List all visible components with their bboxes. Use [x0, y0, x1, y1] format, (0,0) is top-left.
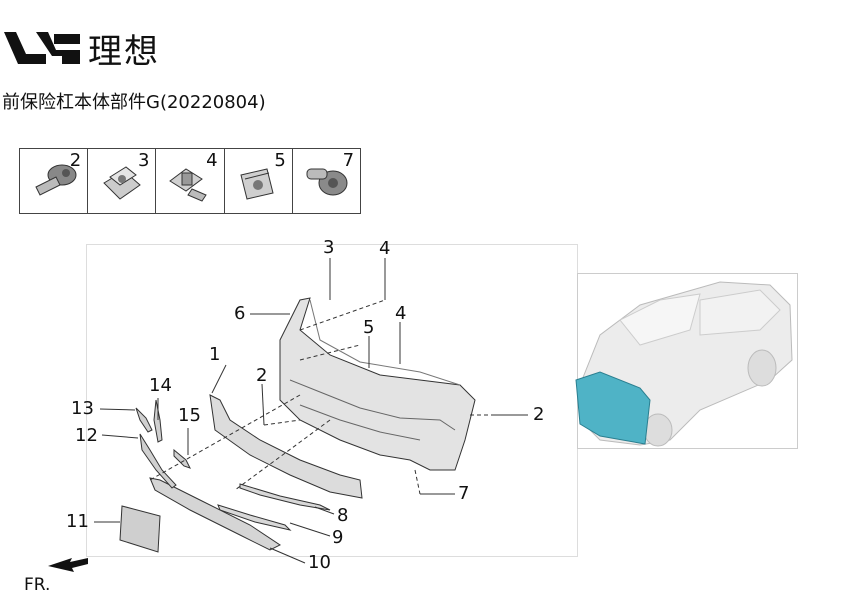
callout-4: 4 [395, 303, 407, 324]
trim-strip-14 [153, 399, 163, 443]
push-rivet-icon [306, 168, 348, 196]
callout-2: 2 [256, 365, 268, 386]
vehicle-locator-image [575, 281, 793, 447]
callout-15: 15 [178, 405, 201, 426]
front-direction-label: FR. [24, 575, 51, 595]
fastener-number: 7 [342, 150, 355, 171]
trim-strip-15 [173, 448, 191, 469]
front-direction-arrow [48, 558, 88, 572]
callout-13: 13 [71, 398, 94, 419]
vehicle-locator-frame [577, 273, 798, 449]
callout-7: 7 [458, 483, 470, 504]
screw-icon [35, 164, 77, 196]
fastener-cell-3[interactable]: 3 [88, 149, 157, 213]
fastener-cell-5[interactable]: 5 [225, 149, 293, 213]
li-auto-logo [4, 32, 80, 64]
trim-strip [239, 483, 331, 511]
leader-lines [94, 258, 528, 564]
fastener-cell-2[interactable]: 2 [20, 149, 89, 213]
callout-6: 6 [234, 303, 246, 324]
license-plate-bracket [119, 505, 161, 553]
fastener-cell-7[interactable]: 7 [293, 149, 360, 213]
page-title: 前保险杠本体部件G(20220804) [2, 92, 266, 113]
fastener-cell-4[interactable]: 4 [156, 149, 225, 213]
callout-10: 10 [308, 552, 331, 573]
fastener-number: 2 [69, 150, 82, 171]
clip-nut-icon [103, 166, 142, 200]
trim-strip-13 [135, 407, 153, 433]
front-bumper-highlight [575, 371, 651, 445]
trim-strip-12 [139, 433, 177, 489]
fastener-number: 3 [137, 150, 150, 171]
lower-grille [209, 394, 363, 499]
callout-2: 2 [533, 404, 545, 425]
fastener-number: 4 [206, 150, 218, 171]
callout-14: 14 [149, 375, 172, 396]
speed-nut-icon [240, 168, 274, 200]
bracket-clip-icon [169, 168, 208, 202]
fastener-number: 5 [274, 150, 286, 171]
callout-5: 5 [363, 317, 375, 338]
callout-12: 12 [75, 425, 98, 446]
callout-11: 11 [66, 511, 89, 532]
callout-4: 4 [379, 238, 391, 259]
brand-name: 理想 [88, 32, 160, 72]
callout-3: 3 [323, 237, 335, 258]
bumper-cover [279, 297, 476, 471]
callout-1: 1 [209, 344, 221, 365]
callout-9: 9 [332, 527, 344, 548]
fastener-legend: 2 3 4 5 7 [19, 148, 361, 214]
callout-8: 8 [337, 505, 349, 526]
skid-plate [149, 477, 281, 551]
